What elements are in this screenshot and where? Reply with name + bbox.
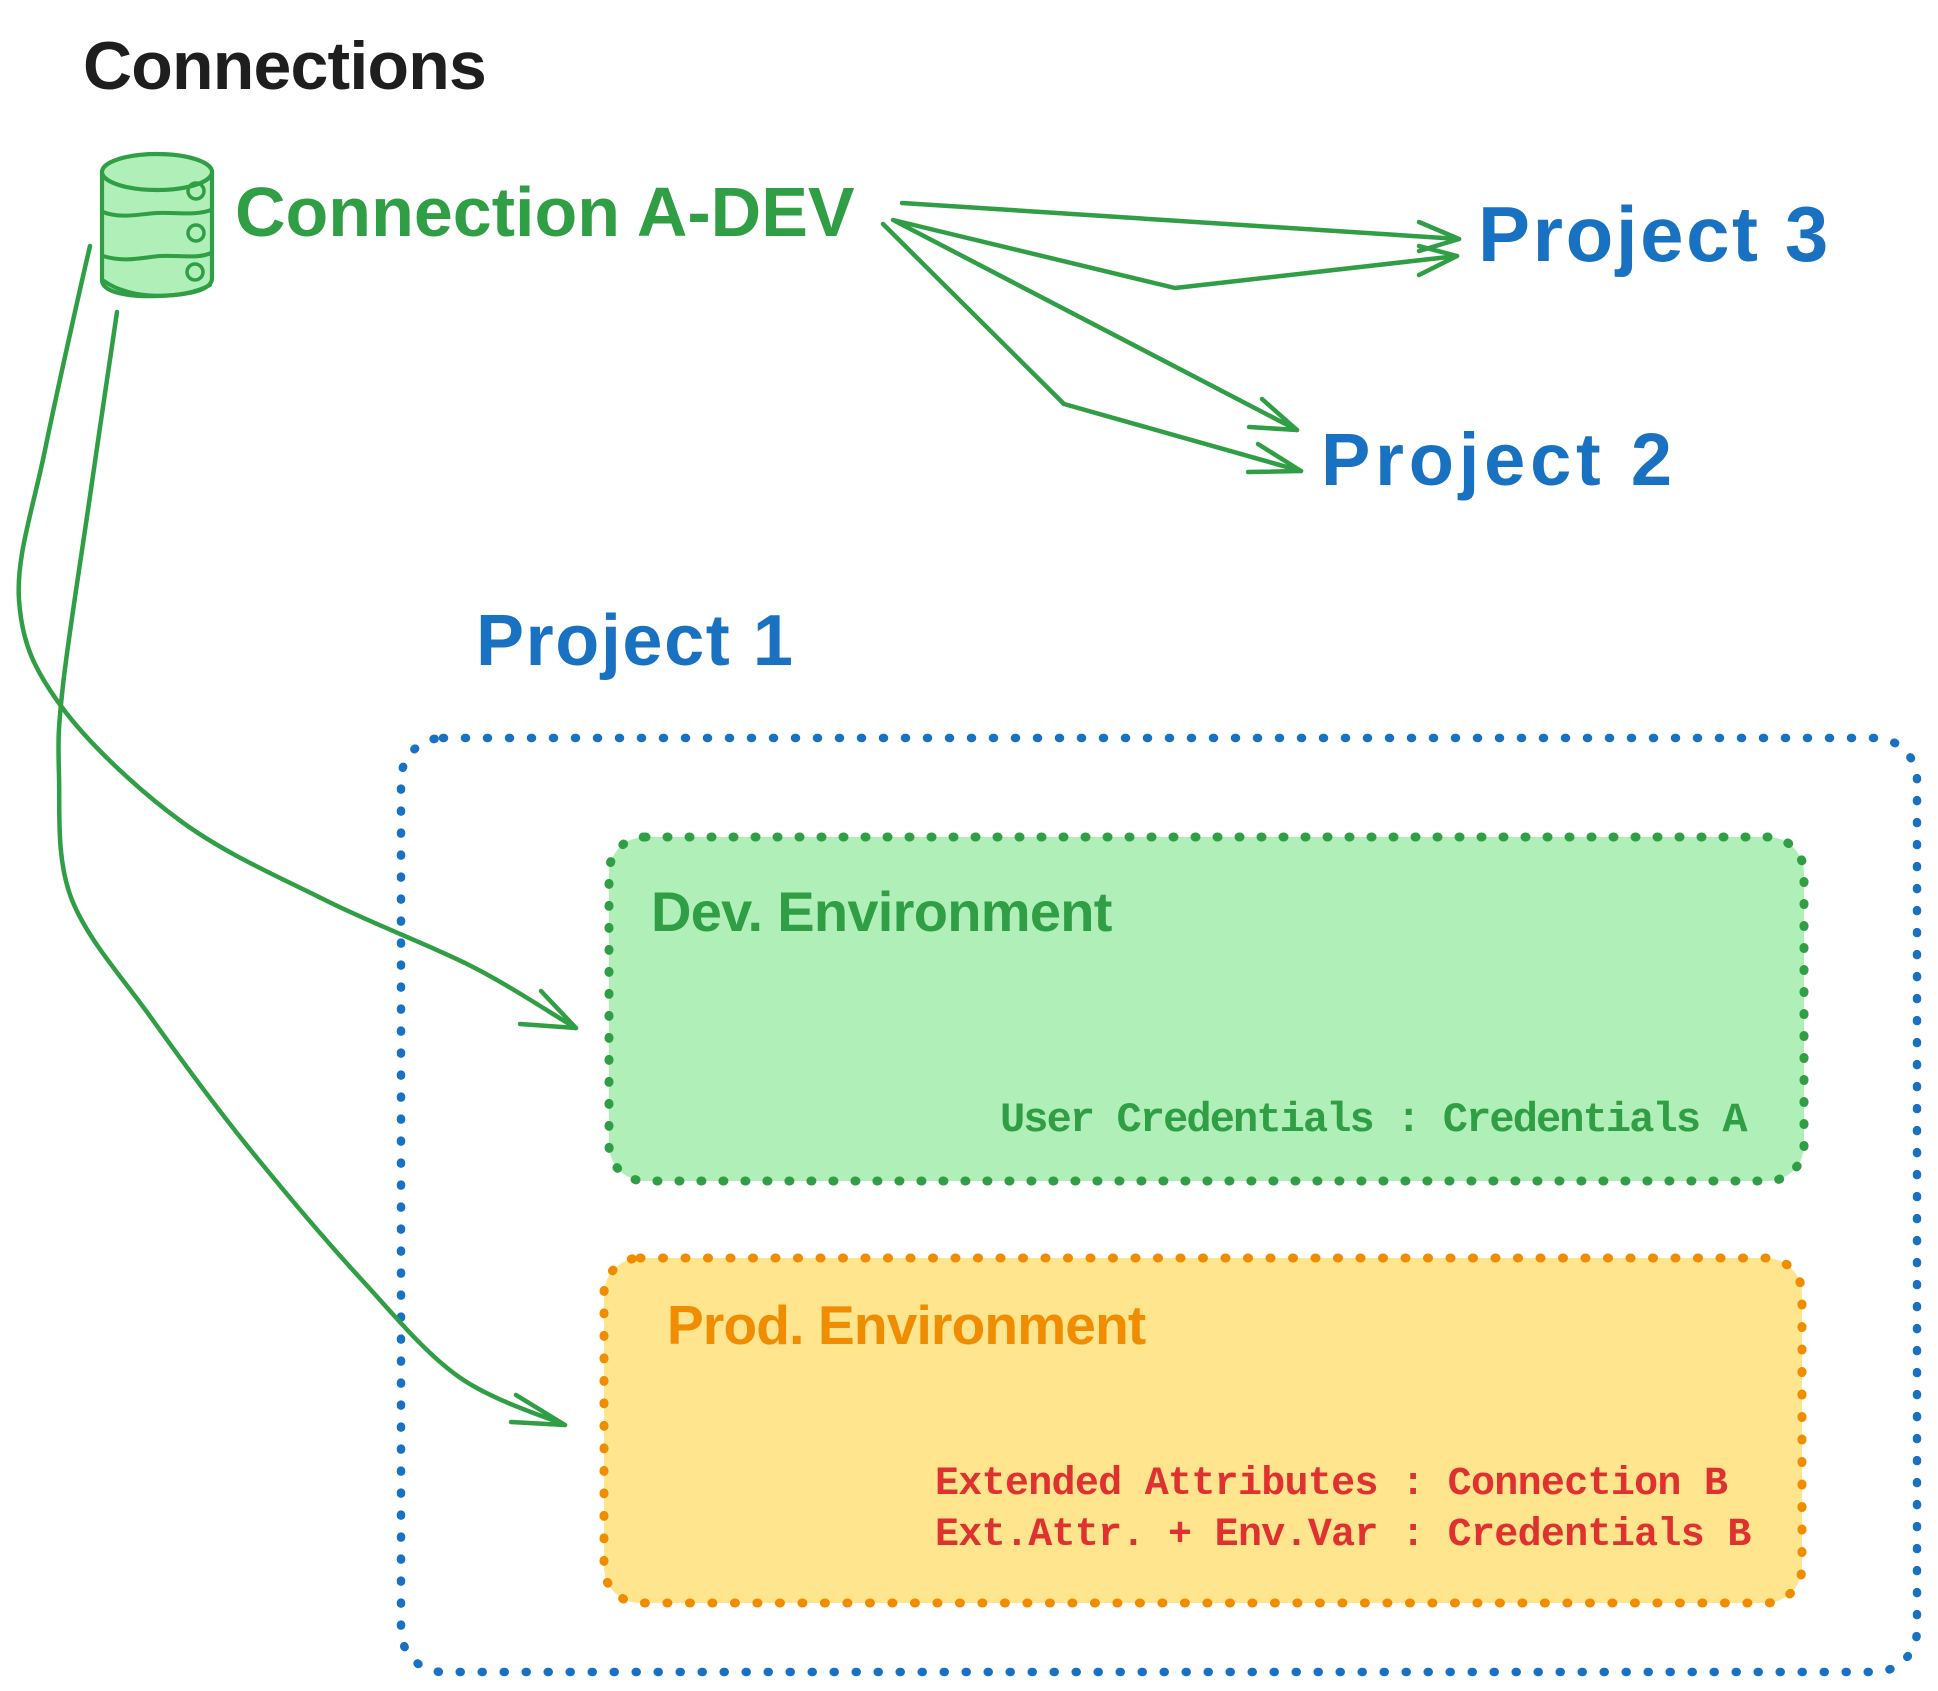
svg-text:Project 3: Project 3 (1478, 190, 1831, 278)
svg-text:Ext.Attr. + Env.Var : Credenti: Ext.Attr. + Env.Var : Credentials B (935, 1513, 1751, 1558)
svg-text:Project 2: Project 2 (1321, 418, 1677, 501)
svg-text:Project 1: Project 1 (476, 601, 795, 681)
svg-text:Connections: Connections (83, 28, 486, 104)
svg-text:Extended Attributes : Connecti: Extended Attributes : Connection B (935, 1462, 1728, 1507)
svg-text:User Credentials : Credentials: User Credentials : Credentials A (1000, 1096, 1748, 1144)
svg-text:Connection A-DEV: Connection A-DEV (235, 173, 855, 251)
svg-text:Prod. Environment: Prod. Environment (667, 1294, 1146, 1356)
svg-text:Dev. Environment: Dev. Environment (651, 880, 1112, 943)
